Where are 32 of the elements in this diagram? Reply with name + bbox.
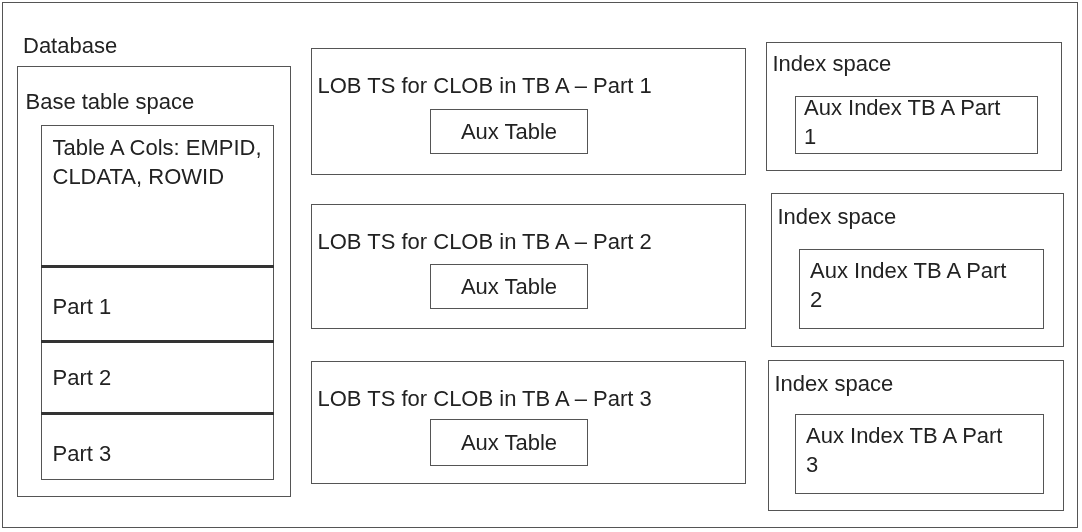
box-label: Aux Index TB A Part 1 (804, 94, 1002, 151)
index-space-panel (765, 41, 1062, 171)
box-label: Aux Table (459, 273, 559, 301)
panel-title: Index space (772, 49, 892, 78)
table-space-panel (16, 65, 291, 497)
cell-text: Table A Cols: EMPID, CLDATA, ROWID (52, 133, 263, 191)
lob-space-panel (310, 360, 746, 484)
aux-table-box (430, 264, 588, 309)
lob-space-panel (310, 203, 746, 329)
cell-text: Part 1 (52, 292, 112, 321)
index-box (795, 96, 1038, 154)
index-space-panel (767, 359, 1064, 511)
panel-title: Index space (777, 202, 897, 231)
panel-title: Base table space (25, 87, 195, 116)
panel-title: LOB TS for CLOB in TB A – Part 2 (317, 227, 652, 256)
panel-title: Index space (774, 369, 894, 398)
index-space-panel (770, 192, 1064, 347)
cell-text: Part 3 (52, 439, 112, 468)
aux-table-box (430, 419, 588, 466)
index-box (799, 249, 1044, 329)
index-box (795, 414, 1044, 494)
panel-title: LOB TS for CLOB in TB A – Part 1 (317, 71, 652, 100)
lob-space-panel (310, 47, 746, 175)
box-label: Aux Index TB A Part 3 (806, 422, 1004, 479)
aux-table-box (430, 109, 588, 154)
box-label: Aux Table (459, 429, 559, 457)
box-label: Aux Table (459, 118, 559, 146)
table-box (41, 125, 274, 480)
panel-title: Database (23, 32, 118, 60)
box-label: Aux Index TB A Part 2 (810, 257, 1008, 314)
panel-title: LOB TS for CLOB in TB A – Part 3 (317, 384, 652, 413)
cell-text: Part 2 (52, 363, 112, 392)
